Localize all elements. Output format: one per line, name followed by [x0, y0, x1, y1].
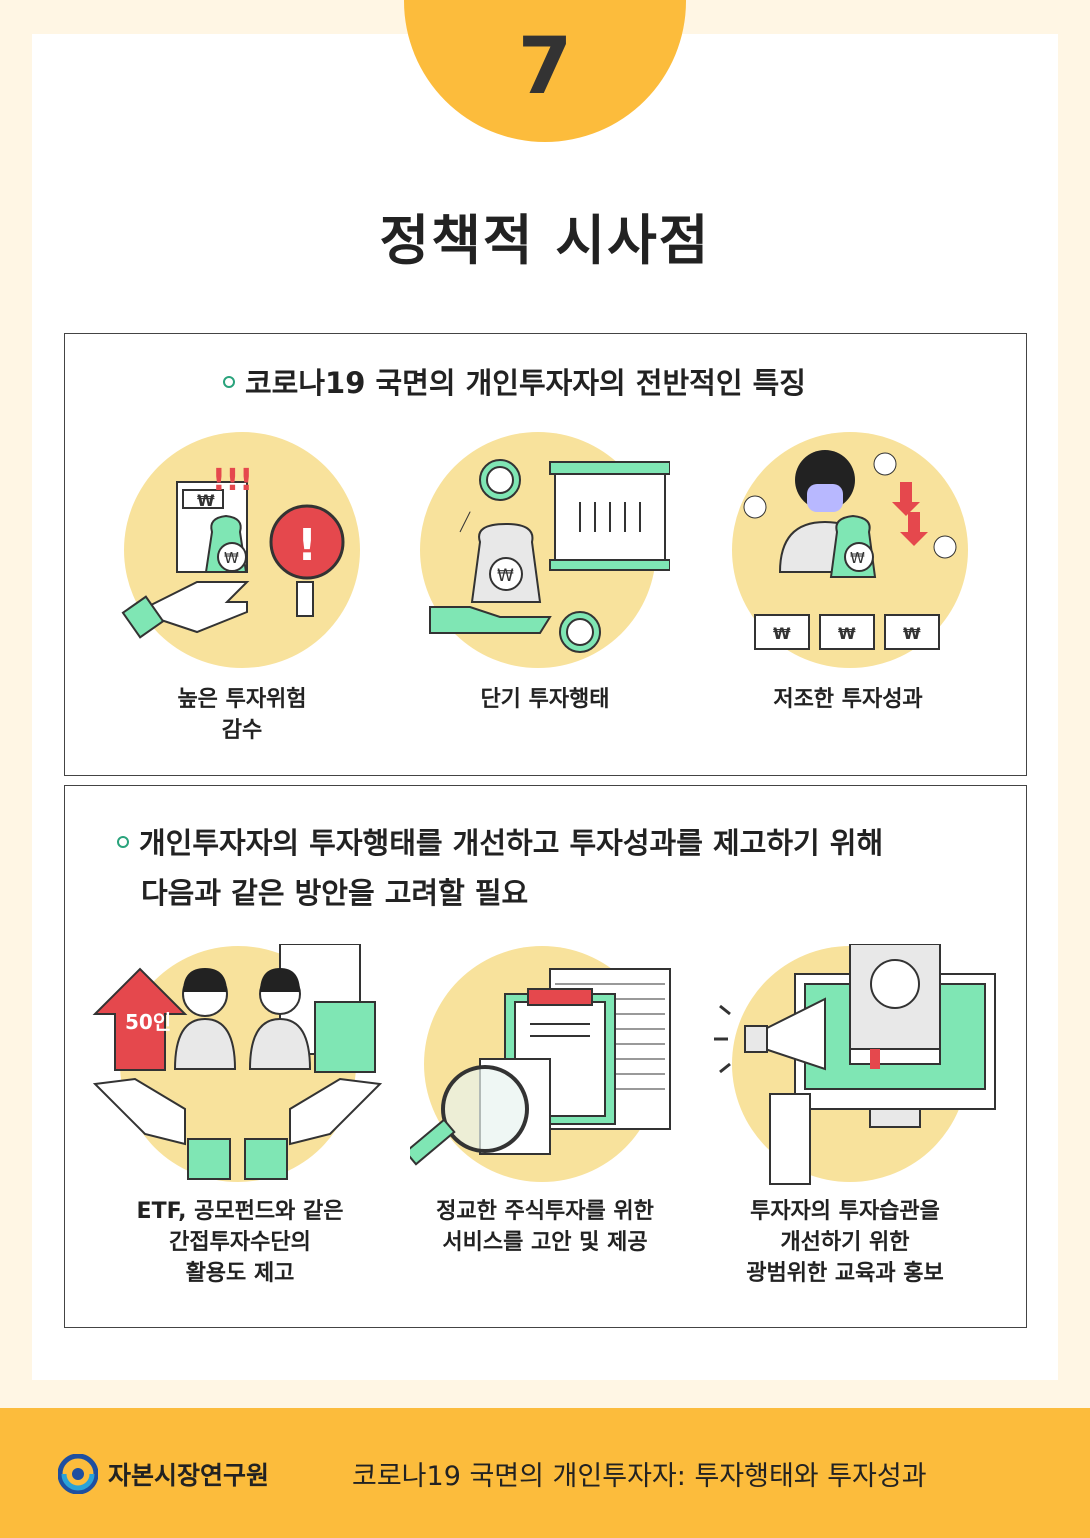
- svg-text:₩: ₩: [773, 624, 791, 643]
- risk-warning-icon: ₩ !!! ₩ !: [121, 432, 360, 668]
- page-title: 정책적 시사점: [379, 209, 711, 272]
- section-heading: 개인투자자의 투자행태를 개선하고 투자성과를 제고하기 위해: [117, 820, 883, 862]
- svg-text:!: !: [297, 520, 317, 571]
- item-caption: 저조한 투자성과: [773, 687, 923, 712]
- bullet-icon: [223, 376, 235, 388]
- svg-text:₩: ₩: [838, 624, 856, 643]
- svg-text:!!!: !!!: [212, 463, 253, 498]
- svg-text:₩: ₩: [850, 549, 865, 567]
- section-heading-continued: 다음과 같은 방안을 고려할 필요: [141, 876, 529, 910]
- analysis-service-icon: [410, 946, 671, 1182]
- poor-performance-icon: ₩ ₩ ₩ ₩: [732, 432, 968, 668]
- svg-text:₩: ₩: [497, 566, 514, 586]
- section-heading: 코로나19 국면의 개인투자자의 전반적인 특징: [223, 360, 806, 402]
- section-characteristics: 코로나19 국면의 개인투자자의 전반적인 특징 ₩ !!! ₩ ! 높은 투자…: [64, 333, 1027, 776]
- indirect-investment-icon: 50인: [92, 944, 383, 1182]
- svg-text:₩: ₩: [903, 624, 921, 643]
- page-number: 7: [517, 22, 573, 112]
- bullet-icon: [117, 836, 129, 848]
- footer: 자본시장연구원 코로나19 국면의 개인투자자: 투자행태와 투자성과: [0, 1408, 1090, 1538]
- organization-name: 자본시장연구원: [108, 1461, 270, 1490]
- svg-text:₩: ₩: [197, 491, 215, 510]
- kcmi-logo-icon: [58, 1454, 98, 1494]
- item-caption: 단기 투자행태: [480, 687, 610, 712]
- short-term-clock-icon: ₩: [420, 432, 670, 668]
- svg-text:₩: ₩: [224, 549, 239, 567]
- education-promotion-icon: [714, 944, 996, 1185]
- section-recommendations: 개인투자자의 투자행태를 개선하고 투자성과를 제고하기 위해 다음과 같은 방…: [64, 785, 1027, 1328]
- publication-title: 코로나19 국면의 개인투자자: 투자행태와 투자성과: [352, 1461, 927, 1492]
- svg-text:50인: 50인: [125, 1010, 171, 1034]
